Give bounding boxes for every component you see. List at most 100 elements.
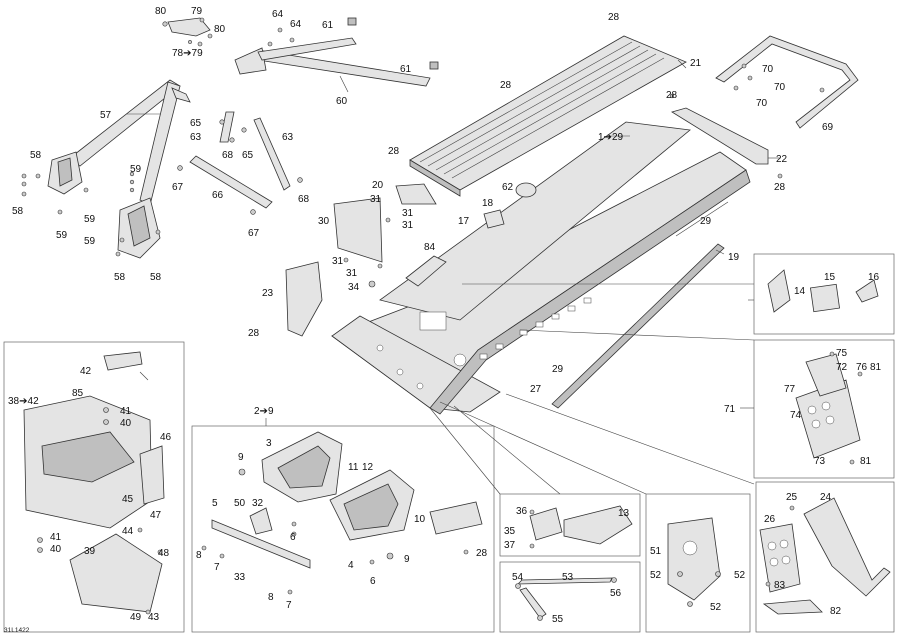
callout-22: 22 — [776, 154, 788, 165]
main-tunnel — [331, 121, 751, 415]
callout-21: 21 — [690, 58, 702, 69]
detail-box-53 — [499, 561, 641, 633]
callout-45: 45 — [122, 494, 134, 505]
slide-rail — [551, 201, 729, 409]
callout-74: 74 — [790, 410, 802, 421]
running-board-rail — [409, 35, 687, 197]
callout-49: 49 — [130, 612, 142, 623]
callout-8: 8 — [196, 550, 202, 561]
callout-27: 27 — [530, 384, 542, 395]
callout-77: 77 — [784, 384, 796, 395]
callout-70: 70 — [774, 82, 786, 93]
callout-31: 31 — [346, 268, 358, 279]
callout-54: 54 — [512, 572, 524, 583]
callout-40: 40 — [50, 544, 62, 555]
rear-bumper — [715, 35, 859, 129]
callout-65: 65 — [242, 150, 254, 161]
callout-28: 28 — [666, 90, 678, 101]
callout-11: 11 — [348, 462, 359, 473]
callout-42: 42 — [80, 366, 92, 377]
callout-64: 64 — [272, 9, 284, 20]
callout-63: 63 — [190, 132, 202, 143]
callout-9: 9 — [404, 554, 410, 565]
callout-17: 17 — [458, 216, 470, 227]
callout-31: 31 — [402, 220, 414, 231]
callout-66: 66 — [212, 190, 224, 201]
callout-4: 4 — [348, 560, 354, 571]
callout-72: 72 — [836, 362, 848, 373]
callout-36: 36 — [516, 506, 528, 517]
callout-2-9: 2➔9 — [254, 406, 274, 417]
callout-55: 55 — [552, 614, 564, 625]
callout-43: 43 — [148, 612, 160, 623]
stabilizer-bar — [515, 577, 617, 621]
callout-57: 57 — [100, 110, 112, 121]
callout-28: 28 — [248, 328, 260, 339]
callout-52: 52 — [734, 570, 746, 581]
callout-48: 48 — [158, 548, 170, 559]
callout-31: 31 — [332, 256, 344, 267]
callout-80: 80 — [155, 6, 167, 17]
callout-29: 29 — [700, 216, 712, 227]
steering-column-bar — [234, 17, 439, 87]
callout-58: 58 — [114, 272, 126, 283]
callout-34: 34 — [348, 282, 360, 293]
console-parts — [285, 182, 537, 337]
detail-box-2-9 — [191, 425, 495, 633]
callout-58: 58 — [30, 150, 42, 161]
tunnel-holes — [376, 297, 592, 390]
callout-68: 68 — [222, 150, 234, 161]
callout-3: 3 — [266, 438, 272, 449]
callout-71: 71 — [724, 404, 736, 415]
callout-73: 73 — [814, 456, 826, 467]
a-frame-tube — [69, 79, 191, 206]
callout-67: 67 — [248, 228, 260, 239]
callout-33: 33 — [234, 572, 246, 583]
callout-61: 61 — [322, 20, 334, 31]
callout-31: 31 — [370, 194, 382, 205]
callout-65: 65 — [190, 118, 202, 129]
callout-52: 52 — [650, 570, 662, 581]
heat-exchanger-bracket — [795, 351, 863, 465]
callout-15: 15 — [824, 272, 836, 283]
callout-16: 16 — [868, 272, 880, 283]
steering-bracket-assembly — [162, 17, 213, 47]
callout-32: 32 — [252, 498, 264, 509]
callout-70: 70 — [756, 98, 768, 109]
callout-81: 81 — [860, 456, 872, 467]
callout-69: 69 — [822, 122, 834, 133]
callout-28: 28 — [500, 80, 512, 91]
callout-47: 47 — [150, 510, 162, 521]
skid-plate — [529, 505, 633, 549]
callout-37: 37 — [504, 540, 516, 551]
detail-box-24 — [755, 481, 895, 633]
callout-79: 79 — [191, 6, 203, 17]
callout-67: 67 — [172, 182, 184, 193]
callout-24: 24 — [820, 492, 832, 503]
callout-44: 44 — [122, 526, 134, 537]
rear-bracket — [669, 93, 783, 179]
detail-box-14-16 — [753, 253, 895, 335]
callout-28: 28 — [608, 12, 620, 23]
callout-19: 19 — [728, 252, 740, 263]
callout-labels: 80 79 80 78➔79 64 64 61 61 60 57 58 59 5… — [4, 6, 882, 634]
callout-59: 59 — [56, 230, 68, 241]
callout-75: 75 — [836, 348, 848, 359]
callout-81: 81 — [870, 362, 882, 373]
callout-82: 82 — [830, 606, 842, 617]
callout-30: 30 — [318, 216, 330, 227]
callout-5: 5 — [212, 498, 218, 509]
callout-83: 83 — [774, 580, 786, 591]
callout-56: 56 — [610, 588, 622, 599]
callout-13: 13 — [618, 508, 630, 519]
callout-41: 41 — [50, 532, 62, 543]
callout-76: 76 — [856, 362, 868, 373]
suspension-bracket-24 — [759, 497, 891, 615]
callout-7: 7 — [286, 600, 292, 611]
detail-box-71 — [753, 339, 895, 479]
callout-59: 59 — [84, 236, 96, 247]
callout-7: 7 — [214, 562, 220, 573]
callout-12: 12 — [362, 462, 374, 473]
callout-25: 25 — [786, 492, 798, 503]
